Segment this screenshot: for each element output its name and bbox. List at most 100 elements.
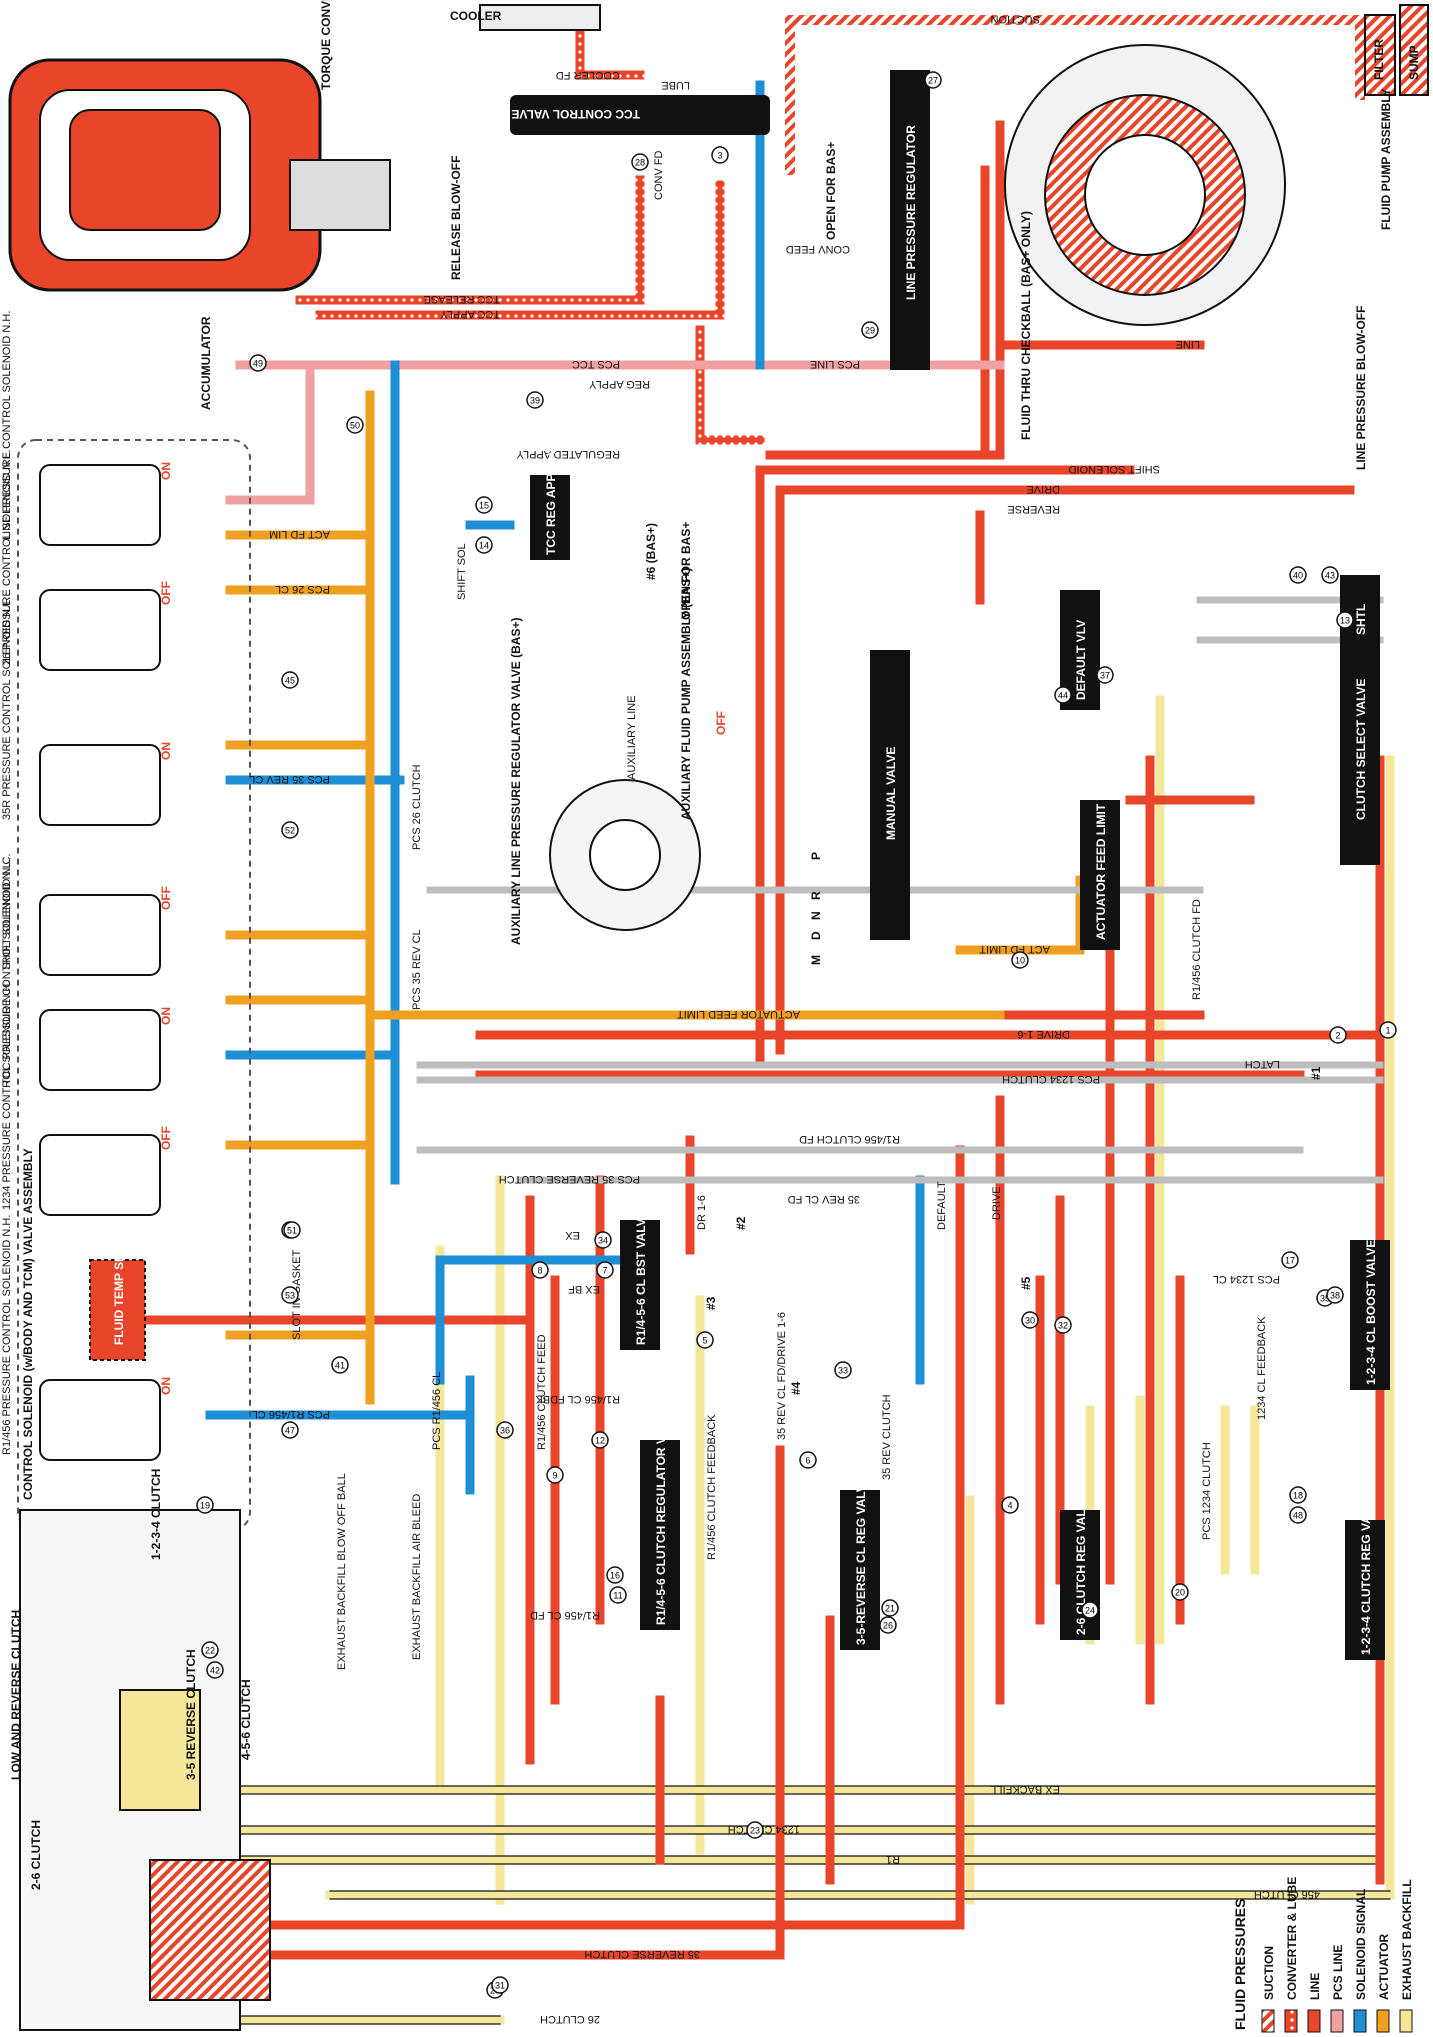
solenoid-3-name: 35R PRESSURE CONTROL SOLENOID N.L. bbox=[1, 597, 13, 820]
torque-converter-label: TORQUE CONVERTER ASSEMBLY bbox=[319, 0, 333, 90]
solenoid-6-name: 1234 PRESSURE CONTROL SOLENOID N.H. bbox=[1, 981, 13, 1210]
ex-label: EX bbox=[565, 1229, 580, 1241]
gear-m: M bbox=[809, 955, 823, 965]
port-number: 36 bbox=[500, 1426, 510, 1436]
r1-456-clutch-fd-line-label: R1/456 CLUTCH FD bbox=[799, 1133, 900, 1145]
port-number: 10 bbox=[1015, 956, 1025, 966]
port-number: 47 bbox=[285, 1426, 295, 1436]
r1-456-clutch-feedback-line-label: R1/456 CLUTCH FEEDBACK bbox=[706, 1414, 718, 1560]
port-number: 9 bbox=[552, 1471, 557, 1481]
port-number: 51 bbox=[287, 1226, 297, 1236]
legend-swatch-pcs-line bbox=[1330, 2009, 1344, 2033]
shift-sol-line-label: SHIFT SOL bbox=[456, 543, 468, 600]
cooler-drawing bbox=[479, 4, 601, 31]
port-circle bbox=[283, 1221, 301, 1239]
port-number: 27 bbox=[928, 76, 938, 86]
default-valve-label: DEFAULT VLV bbox=[1074, 620, 1088, 700]
clutch-35-reverse-line-label: 35 REVERSE CLUTCH bbox=[584, 1948, 700, 1960]
port-circle bbox=[834, 1361, 852, 1379]
latch-line-label: LATCH bbox=[1245, 1058, 1280, 1070]
port-circle bbox=[1281, 1251, 1299, 1269]
pcs-line-label: PCS LINE bbox=[810, 358, 860, 370]
solenoid-1-name: LINE PRESSURE CONTROL SOLENOID N.H. bbox=[1, 311, 13, 540]
port-number: 34 bbox=[598, 1236, 608, 1246]
fluid-thru-checkball-label: FLUID THRU CHECKBALL (BAS+ ONLY) bbox=[1019, 211, 1033, 440]
port-number: 28 bbox=[635, 158, 645, 168]
fluid-pump-label: FLUID PUMP ASSEMBLY bbox=[1379, 88, 1393, 230]
port-number: 15 bbox=[479, 501, 489, 511]
port-number: 12 bbox=[595, 1436, 605, 1446]
conv-feed-line-label: CONV FEED bbox=[786, 243, 850, 255]
dr-1-6-line-label: DR 1-6 bbox=[696, 1195, 708, 1230]
solenoid-5-name: TCC PRESSURE CONTROL SOLENOID N.L. bbox=[1, 859, 13, 1085]
port-circle bbox=[1001, 1496, 1019, 1514]
fluid-pump-drawing bbox=[1004, 44, 1286, 326]
legend-item-actuator: ACTUATOR bbox=[1377, 1933, 1391, 2000]
default-line-label: DEFAULT bbox=[936, 1181, 948, 1230]
clutch-select-valve-label: CLUTCH SELECT VALVE bbox=[1354, 678, 1368, 820]
port-circle bbox=[281, 1421, 299, 1439]
port-circle bbox=[496, 1421, 514, 1439]
port-circle bbox=[249, 354, 267, 372]
pcs-1234-clutch-v-line-label: PCS 1234 CLUTCH bbox=[1201, 1442, 1213, 1540]
checkball-5-label: #5 bbox=[1019, 1276, 1033, 1290]
port-number: 41 bbox=[335, 1361, 345, 1371]
port-circle bbox=[594, 1231, 612, 1249]
port-circle bbox=[526, 391, 544, 409]
port-number: 18 bbox=[1293, 1491, 1303, 1501]
suction-line-label: SUCTION bbox=[990, 13, 1040, 25]
shtl-valve-label: SHTL bbox=[1354, 604, 1368, 635]
line-pressure-regulator-label: LINE PRESSURE REGULATOR bbox=[904, 125, 918, 300]
legend-swatch-backfill bbox=[1399, 2009, 1413, 2033]
port-number: 29 bbox=[865, 326, 875, 336]
filter-label: FILTER bbox=[1372, 39, 1386, 80]
clutch-1234-line-label: 1234 CLUTCH bbox=[728, 1823, 800, 1835]
legend-swatch-actuator bbox=[1376, 2009, 1390, 2033]
port-circle bbox=[1289, 566, 1307, 584]
drive-1-6-line-label: DRIVE 1-6 bbox=[1017, 1028, 1070, 1040]
pcs-35-rev-cl-v-line-label: PCS 35 REV CL bbox=[411, 929, 423, 1010]
tcc-control-valve-label: TCC CONTROL VALVE bbox=[511, 107, 640, 121]
port-circle bbox=[1379, 1021, 1397, 1039]
checkball-2-label: #2 bbox=[734, 1216, 748, 1230]
clutch-1234-label: 1-2-3-4 CLUTCH bbox=[149, 1469, 163, 1560]
sump-drawing bbox=[1399, 4, 1429, 96]
port-circle bbox=[491, 1976, 509, 1994]
checkball-4-label: #4 bbox=[789, 1381, 803, 1395]
port-number: 20 bbox=[1175, 1588, 1185, 1598]
port-circle bbox=[1096, 666, 1114, 684]
r1-456-clutch-feed-line-label: R1/456 CLUTCH FEED bbox=[536, 1334, 548, 1450]
legend-item-pcs-line: PCS LINE bbox=[1331, 1945, 1345, 2000]
torque-converter-drawing bbox=[8, 58, 391, 292]
r1-456-cl-fdbk-line-label: R1/456 CL FDBK bbox=[535, 1393, 620, 1405]
fluid-passages bbox=[115, 15, 1395, 2025]
filter-drawing bbox=[1364, 14, 1396, 96]
manual-valve-label: MANUAL VALVE bbox=[884, 747, 898, 840]
solenoid-7-name: R1/456 PRESSURE CONTROL SOLENOID N.H. bbox=[1, 1215, 13, 1455]
port-number: 35 bbox=[1320, 1294, 1330, 1304]
port-number: 30 bbox=[1025, 1316, 1035, 1326]
rev35-clutch-label: 3-5 REVERSE CLUTCH bbox=[184, 1649, 198, 1780]
port-circle bbox=[631, 153, 649, 171]
exhaust-air-bleed-label: EXHAUST BACKFILL AIR BLEED bbox=[411, 1494, 423, 1660]
reg1234-valve-label: 1-2-3-4 CLUTCH REG VALVE bbox=[1359, 1493, 1373, 1655]
port-number: 17 bbox=[1285, 1256, 1295, 1266]
port-number: 11 bbox=[613, 1591, 622, 1601]
port-circle bbox=[475, 536, 493, 554]
clutch-26-label: 2-6 CLUTCH bbox=[29, 1820, 43, 1890]
pcs-1234-clutch-line-label: PCS 1234 CLUTCH bbox=[1002, 1073, 1100, 1085]
ex-bf-line-label: EX BF bbox=[568, 1283, 600, 1295]
aux-pump-state: OFF bbox=[714, 711, 728, 735]
solenoid-2-state: OFF bbox=[159, 581, 173, 605]
regulated-apply-line-label: REGULATED APPLY bbox=[516, 448, 620, 460]
port-circle bbox=[346, 416, 364, 434]
port-number: 19 bbox=[200, 1501, 210, 1511]
legend-item-line: LINE bbox=[1308, 1973, 1322, 2000]
solenoid-assembly-label: CONTROL SOLENOID (w/BODY AND TCM) VALVE … bbox=[21, 1148, 35, 1500]
shift-solenoid-line-label: SHIFT SOLENOID bbox=[1068, 463, 1160, 475]
sump-label: SUMP bbox=[1407, 45, 1421, 80]
port-circle bbox=[196, 1496, 214, 1514]
clutch-feedback-1234-line-label: 1234 CL FEEDBACK bbox=[1256, 1316, 1268, 1420]
port-circle bbox=[1054, 1316, 1072, 1334]
